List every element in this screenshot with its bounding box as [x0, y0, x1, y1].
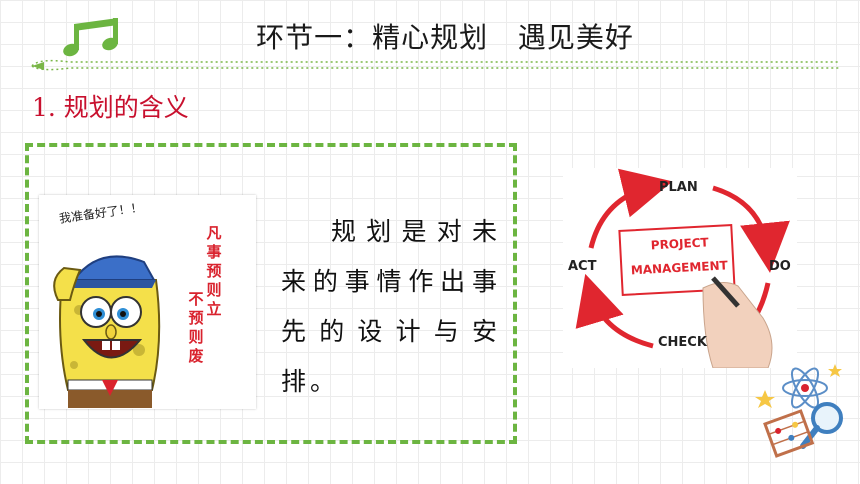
- magnifier-icon: [811, 402, 843, 434]
- section-heading: 1. 规划的含义: [32, 93, 189, 122]
- definition-paragraph: 规划是对未来的事情作出事先的设计与安排。: [281, 217, 501, 396]
- star-icon: [828, 364, 842, 377]
- cycle-label-plan: PLAN: [659, 180, 698, 195]
- project-management-picture: PLAN DO CHECK ACT PROJECT MANAGEMENT: [563, 168, 797, 368]
- music-note-icon: [63, 18, 118, 57]
- science-decoration-icon: [755, 364, 843, 458]
- spongebob-illustration: [53, 255, 161, 408]
- title-divider: [31, 59, 840, 71]
- center-label-line-2: MANAGEMENT: [630, 258, 728, 277]
- cycle-label-act: ACT: [568, 259, 597, 274]
- abacus-icon: [763, 409, 815, 458]
- star-icon: [755, 390, 775, 408]
- cycle-label-do: DO: [769, 259, 791, 274]
- center-label-line-1: PROJECT: [650, 235, 709, 252]
- motto-column-2: 不预则废: [188, 290, 204, 365]
- slide-title: 环节一：精心规划 遇见美好: [256, 21, 634, 54]
- cycle-label-check: CHECK: [658, 335, 708, 350]
- content-frame: [25, 143, 517, 444]
- motto-column-1: 凡事预则立: [206, 224, 222, 318]
- pdca-cycle-diagram: PLAN DO CHECK ACT PROJECT MANAGEMENT: [568, 168, 791, 368]
